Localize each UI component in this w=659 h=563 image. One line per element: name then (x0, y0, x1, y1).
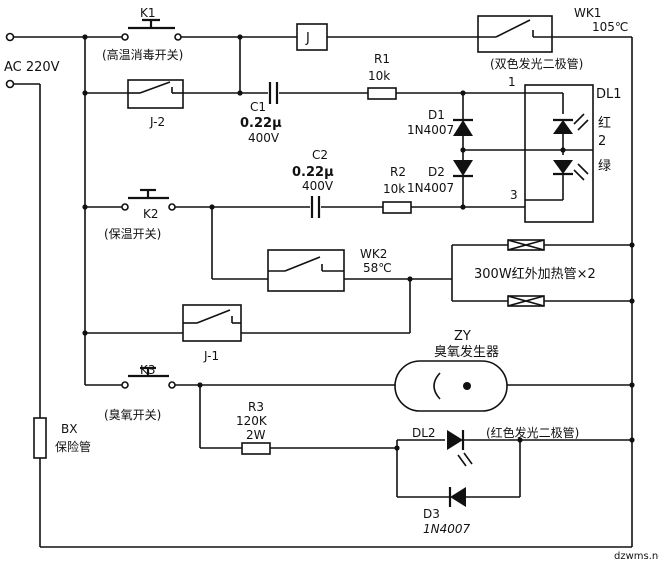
d3-part: 1N4007 (423, 522, 471, 536)
c2-voltage: 400V (302, 179, 334, 193)
resistor-r2 (382, 201, 412, 214)
k2-name: (保温开关) (104, 227, 161, 241)
junction-dot (460, 204, 466, 210)
c1-ref: C1 (250, 100, 266, 114)
resistor-r1 (367, 87, 397, 100)
junction-dot (82, 34, 88, 40)
wk2-ref: WK2 (360, 247, 387, 261)
heater-tubes (451, 239, 632, 307)
dl1-pin1: 1 (508, 75, 516, 89)
d3-ref: D3 (423, 507, 440, 521)
k3-ref: K3 (140, 363, 156, 377)
r3-power: 2W (246, 428, 266, 442)
capacitor-c1 (240, 82, 368, 104)
neutral-return-wire (39, 84, 632, 548)
fuse-bx (33, 417, 47, 459)
switch-k3 (85, 366, 395, 389)
main-bus-right (629, 37, 635, 547)
relay-contact-j1 (85, 279, 411, 342)
r3-ref: R3 (248, 400, 264, 414)
c1-voltage: 400V (248, 131, 280, 145)
wk1-temp: 105℃ (592, 20, 628, 34)
watermark: dzwms.net (614, 551, 659, 562)
dl1-ref: DL1 (596, 87, 622, 102)
k2-ref: K2 (143, 207, 159, 221)
dl2-ref: DL2 (412, 426, 436, 440)
c2-ref: C2 (312, 148, 328, 162)
d2-part: 1N4007 (407, 181, 454, 195)
c2-value: 0.22μ (292, 165, 334, 180)
thermostat-wk1 (477, 15, 632, 53)
j2-label: J-2 (149, 115, 165, 129)
thermostat-wk2 (267, 249, 452, 292)
dl1-green-label: 绿 (598, 159, 611, 174)
k1-name: (高温消毒开关) (102, 47, 183, 62)
r1-value: 10k (368, 69, 390, 83)
relay-coil-label: J (305, 31, 310, 46)
fuse-ref: BX (61, 422, 77, 436)
ac-input-terminals (5, 32, 85, 89)
fuse-name: 保险管 (55, 439, 91, 454)
r2-value: 10k (383, 182, 405, 196)
wk1-ref: WK1 (574, 6, 601, 20)
diode-d3 (397, 440, 521, 507)
relay-contact-j2 (85, 79, 240, 109)
d1-ref: D1 (428, 108, 445, 122)
ac-input-label: AC 220V (4, 60, 60, 75)
zy-name: 臭氧发生器 (434, 344, 499, 360)
heater-label: 300W红外加热管×2 (474, 266, 596, 282)
k1-ref: K1 (140, 6, 156, 20)
capacitor-c2 (310, 196, 383, 218)
junction-dot (82, 204, 88, 210)
led-dl2-red (396, 430, 632, 497)
dl2-note: (红色发光二极管) (486, 425, 579, 440)
relay-coil-j (296, 23, 328, 51)
diode-d2 (453, 150, 473, 207)
zy-ref: ZY (454, 329, 471, 344)
k3-name: (臭氧开关) (104, 407, 161, 422)
d2-ref: D2 (428, 165, 445, 179)
dl1-red-label: 红 (598, 115, 611, 131)
resistor-r3 (241, 442, 271, 455)
wk2-temp: 58℃ (363, 261, 392, 275)
dl1-pin2: 2 (598, 134, 606, 149)
diode-d1 (453, 93, 473, 150)
ozone-generator-zy (394, 360, 632, 412)
junction-dot (82, 90, 88, 96)
r2-ref: R2 (390, 165, 406, 179)
r1-ref: R1 (374, 52, 390, 66)
d1-part: 1N4007 (407, 123, 454, 137)
j1-label: J-1 (203, 349, 219, 363)
led-dl1-bicolor (463, 84, 594, 223)
c1-value: 0.22μ (240, 116, 282, 131)
dl1-pin3: 3 (510, 188, 518, 202)
junction-dot (82, 330, 88, 336)
switch-k2 (85, 188, 310, 211)
dl1-note: (双色发光二极管) (490, 56, 583, 71)
r3-value: 120K (236, 414, 268, 428)
switch-k1 (85, 18, 297, 41)
